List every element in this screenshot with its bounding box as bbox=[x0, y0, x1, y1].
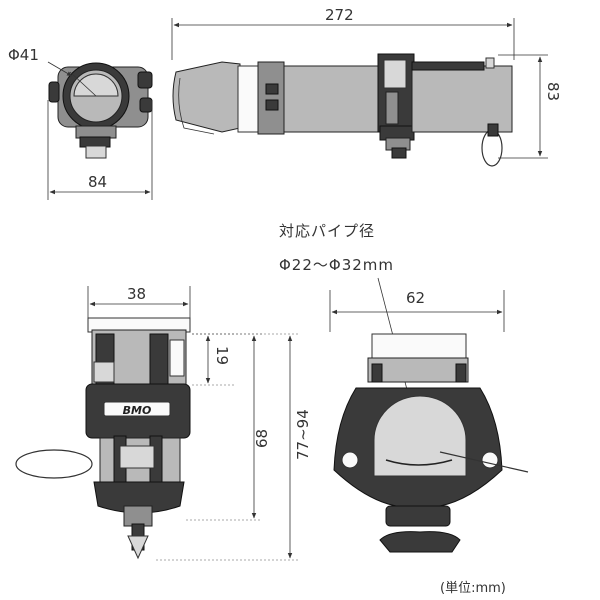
top-view bbox=[172, 53, 513, 167]
side-offset-dimension: 19 bbox=[192, 333, 235, 386]
end-diameter-label: Φ41 bbox=[8, 46, 39, 64]
side-height-dimension: 68 bbox=[186, 333, 271, 521]
front-width-label: 62 bbox=[406, 289, 425, 307]
end-diameter-dimension: Φ41 bbox=[8, 46, 73, 77]
bmo-logo: BMO bbox=[123, 404, 152, 417]
top-length-label: 272 bbox=[325, 6, 354, 24]
pipe-note-title: 対応パイプ径 bbox=[279, 222, 375, 240]
top-height-dimension: 83 bbox=[498, 54, 562, 159]
side-height-range-label: 77~94 bbox=[294, 409, 312, 460]
side-height-range-dimension: 77~94 bbox=[156, 333, 312, 561]
top-height-label: 83 bbox=[544, 82, 562, 101]
side-width-dimension: 38 bbox=[87, 285, 191, 318]
front-view bbox=[333, 333, 529, 553]
side-height-label: 68 bbox=[253, 429, 271, 448]
top-length-dimension: 272 bbox=[171, 6, 515, 60]
side-width-label: 38 bbox=[127, 285, 146, 303]
end-width-dimension: 84 bbox=[47, 100, 153, 200]
side-offset-label: 19 bbox=[213, 346, 231, 365]
side-view: BMO bbox=[15, 317, 191, 560]
front-width-dimension: 62 bbox=[329, 289, 505, 332]
end-width-label: 84 bbox=[88, 173, 107, 191]
pipe-note-range: Φ22～Φ32mm bbox=[279, 256, 394, 274]
end-view bbox=[48, 62, 153, 159]
unit-label: (単位:mm) bbox=[440, 580, 506, 596]
